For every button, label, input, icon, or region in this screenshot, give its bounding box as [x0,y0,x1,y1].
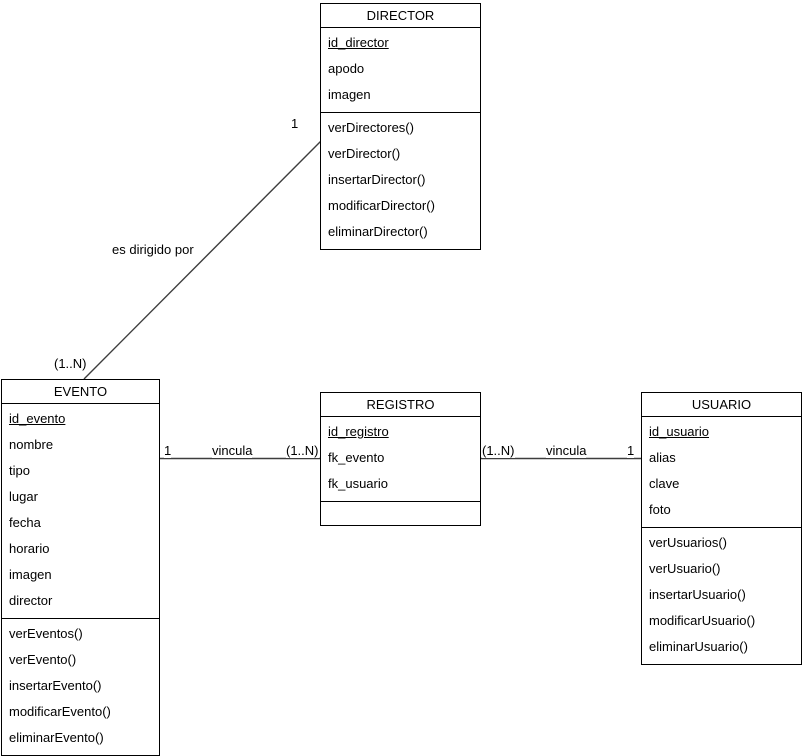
class-director[interactable]: DIRECTOR id_director apodo imagen verDir… [320,3,481,250]
relationship-label-es-dirigido-por: es dirigido por [112,242,194,257]
class-usuario-title: USUARIO [642,393,801,417]
attribute-tipo: tipo [9,463,30,478]
attribute-apodo: apodo [328,61,365,76]
class-registro-attributes: id_registro fk_evento fk_usuario [321,417,480,502]
method-ver-director: verDirector() [328,146,401,161]
relationship-label-vincula-right: vincula [546,443,587,458]
attribute-id-evento: id_evento [9,411,66,426]
class-evento-attributes: id_evento nombre tipo lugar fecha horari… [2,404,159,619]
method-ver-usuario: verUsuario() [649,561,721,576]
method-eliminar-usuario: eliminarUsuario() [649,639,748,654]
method-ver-evento: verEvento() [9,652,77,667]
multiplicity-usuario-side: 1 [627,443,635,458]
class-evento-methods: verEventos() verEvento() insertarEvento(… [2,619,159,755]
attribute-nombre: nombre [9,437,54,452]
relationship-label-vincula-left: vincula [212,443,253,458]
method-insertar-usuario: insertarUsuario() [649,587,746,602]
class-usuario-attributes: id_usuario alias clave foto [642,417,801,528]
method-eliminar-evento: eliminarEvento() [9,730,104,745]
relationship-line-evento-director[interactable] [83,140,322,380]
class-usuario-methods: verUsuarios() verUsuario() insertarUsuar… [642,528,801,664]
class-evento-title: EVENTO [2,380,159,404]
attribute-director: director [9,593,53,608]
method-eliminar-director: eliminarDirector() [328,224,428,239]
class-usuario[interactable]: USUARIO id_usuario alias clave foto verU… [641,392,802,665]
attribute-id-registro: id_registro [328,424,389,439]
attribute-foto: foto [649,502,671,517]
class-director-attributes: id_director apodo imagen [321,28,480,113]
attribute-id-usuario: id_usuario [649,424,709,439]
class-registro[interactable]: REGISTRO id_registro fk_evento fk_usuari… [320,392,481,526]
method-insertar-evento: insertarEvento() [9,678,102,693]
method-insertar-director: insertarDirector() [328,172,426,187]
class-evento[interactable]: EVENTO id_evento nombre tipo lugar fecha… [1,379,160,756]
method-modificar-usuario: modificarUsuario() [649,613,756,628]
method-modificar-evento: modificarEvento() [9,704,111,719]
attribute-fk-evento: fk_evento [328,450,385,465]
multiplicity-registro-side-left: (1..N) [286,443,319,458]
method-ver-directores: verDirectores() [328,120,414,135]
class-director-title: DIRECTOR [321,4,480,28]
class-registro-title: REGISTRO [321,393,480,417]
attribute-imagen-evento: imagen [9,567,52,582]
multiplicity-evento-side-director: (1..N) [54,356,87,371]
attribute-horario: horario [9,541,50,556]
attribute-fk-usuario: fk_usuario [328,476,388,491]
attribute-lugar: lugar [9,489,38,504]
class-director-methods: verDirectores() verDirector() insertarDi… [321,113,480,249]
multiplicity-registro-side-right: (1..N) [482,443,515,458]
class-registro-methods [321,502,480,525]
attribute-fecha: fecha [9,515,41,530]
method-ver-eventos: verEventos() [9,626,83,641]
multiplicity-director-side: 1 [291,116,299,131]
attribute-imagen-director: imagen [328,87,371,102]
attribute-alias: alias [649,450,676,465]
multiplicity-evento-side-registro: 1 [164,443,172,458]
method-ver-usuarios: verUsuarios() [649,535,728,550]
attribute-id-director: id_director [328,35,389,50]
method-modificar-director: modificarDirector() [328,198,435,213]
attribute-clave: clave [649,476,680,491]
